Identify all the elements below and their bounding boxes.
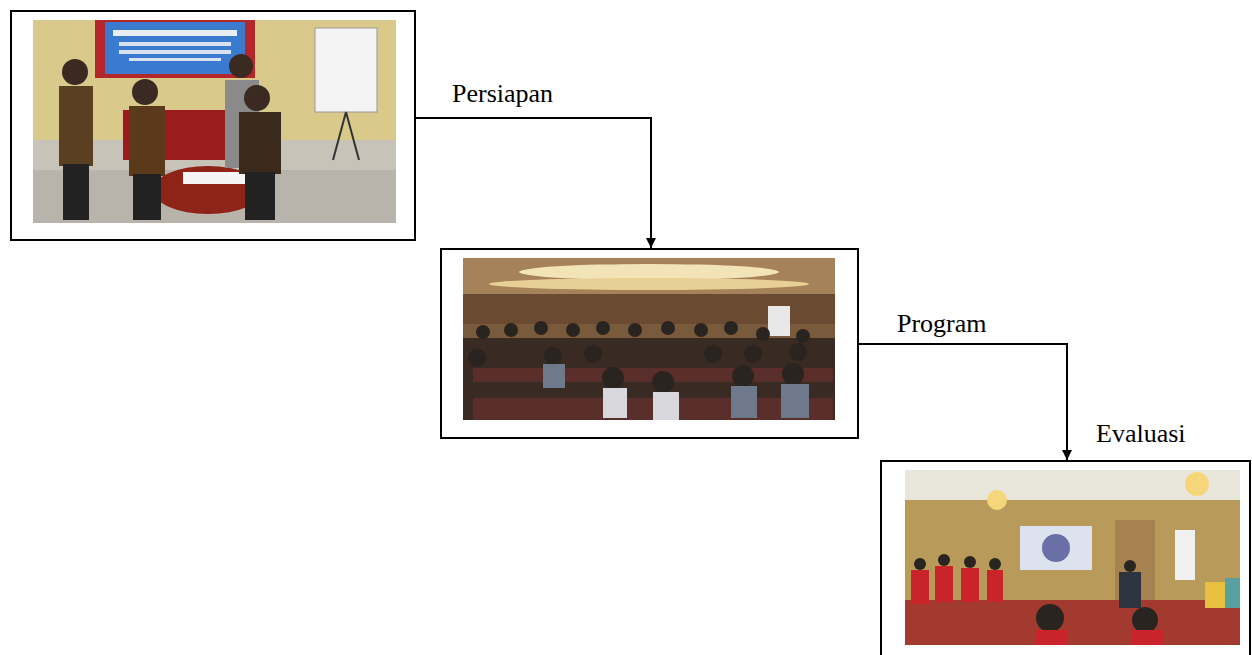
elbow-arrow: [416, 118, 651, 248]
photo-evaluation: [905, 470, 1240, 645]
stage-label: Program: [895, 310, 989, 339]
elbow-arrow: [859, 344, 1067, 460]
stage-label: Evaluasi: [1094, 420, 1188, 449]
photo-frame: [440, 248, 859, 439]
photo-frame: [10, 10, 416, 241]
photo-audience: [463, 258, 835, 420]
stage-label: Persiapan: [450, 80, 555, 109]
photo-signing: [33, 20, 396, 223]
photo-frame: [880, 460, 1251, 655]
